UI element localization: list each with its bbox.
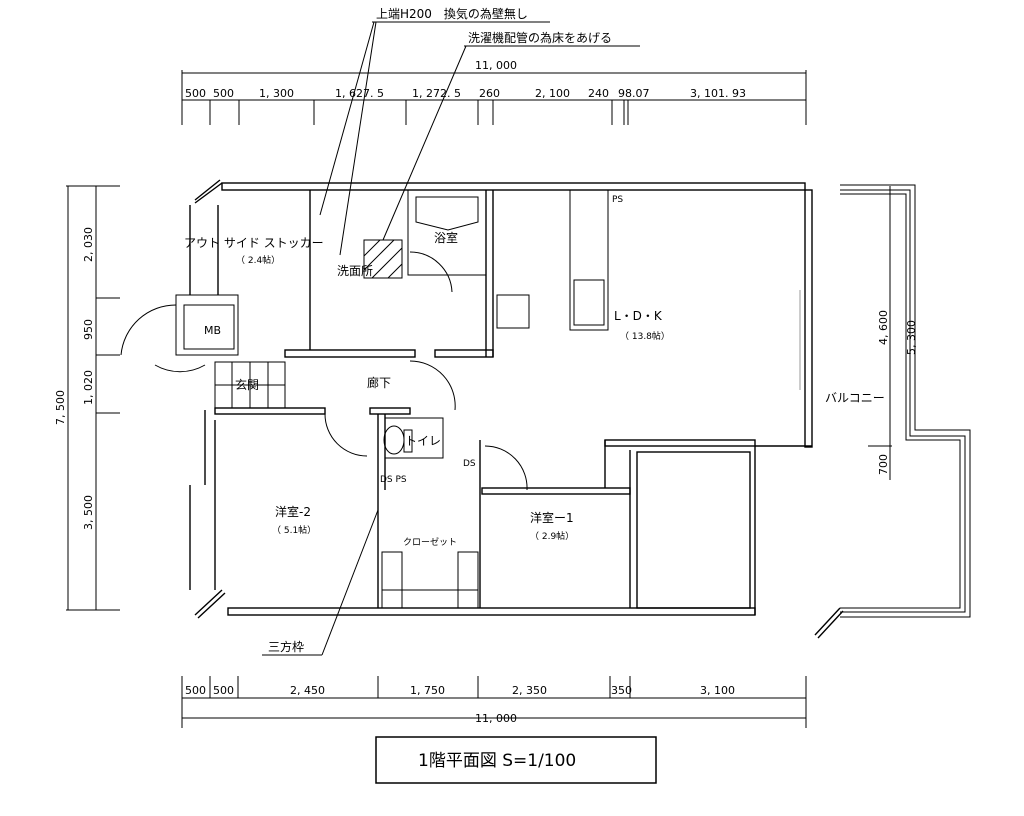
mb-box <box>175 294 239 356</box>
room-western-1: 洋室ー1 <box>530 510 574 525</box>
svg-text:500: 500 <box>185 684 206 697</box>
svg-text:500: 500 <box>185 87 206 100</box>
svg-text:3, 101. 93: 3, 101. 93 <box>690 87 746 100</box>
svg-text:1, 750: 1, 750 <box>410 684 445 697</box>
doors <box>120 251 528 491</box>
drawing-title: 1階平面図 S=1/100 <box>375 736 657 784</box>
svg-text:11, 000: 11, 000 <box>475 59 517 72</box>
svg-text:2, 100: 2, 100 <box>535 87 570 100</box>
svg-text:1階平面図 S=1/100: 1階平面図 S=1/100 <box>418 751 576 771</box>
svg-text:700: 700 <box>877 454 890 475</box>
right-dimensions: 4, 600 700 5, 300 <box>868 186 918 480</box>
left-dimensions: 7, 500 2, 030 950 1, 020 3, 500 <box>54 185 120 611</box>
room-labels: アウト サイド ストッカー （ 2.4帖） 洗面所 浴室 MB 玄関 廊下 トイ… <box>184 195 885 548</box>
svg-text:240: 240 <box>588 87 609 100</box>
annotation-no-wall: 上端H200 換気の為壁無し <box>319 6 550 256</box>
room-ds: DS <box>463 459 476 469</box>
svg-text:洗濯機配管の為床をあげる: 洗濯機配管の為床をあげる <box>468 30 612 45</box>
room-mb: MB <box>204 324 221 337</box>
svg-text:1, 020: 1, 020 <box>82 370 95 405</box>
svg-text:4, 600: 4, 600 <box>877 310 890 345</box>
washing-machine-pan <box>363 239 403 279</box>
room-bath: 浴室 <box>434 230 458 245</box>
svg-text:3, 500: 3, 500 <box>82 495 95 530</box>
svg-text:98.07: 98.07 <box>618 87 650 100</box>
svg-text:950: 950 <box>82 319 95 340</box>
room-closet: クローゼット <box>403 536 457 548</box>
svg-text:7, 500: 7, 500 <box>54 390 67 425</box>
room-ldk: L・D・K <box>614 309 663 323</box>
bottom-dimensions: 500 500 2, 450 1, 750 2, 350 350 3, 100 … <box>181 676 807 728</box>
svg-text:5, 300: 5, 300 <box>905 320 918 355</box>
room-western-2: 洋室-2 <box>275 504 311 519</box>
room-stocker: アウト サイド ストッカー <box>184 236 324 250</box>
svg-text:三方枠: 三方枠 <box>268 639 304 654</box>
room-dsps: DS PS <box>380 475 407 485</box>
bathtub <box>407 189 487 276</box>
svg-text:2, 030: 2, 030 <box>82 227 95 262</box>
svg-text:1, 272. 5: 1, 272. 5 <box>412 87 461 100</box>
room-ldk-size: （ 13.8帖） <box>620 330 670 342</box>
room-hall: 廊下 <box>367 375 391 390</box>
room-western-2-size: （ 5.1帖） <box>272 524 316 536</box>
svg-text:1, 627. 5: 1, 627. 5 <box>335 87 384 100</box>
room-ps: PS <box>612 195 623 205</box>
svg-text:1, 300: 1, 300 <box>259 87 294 100</box>
room-washroom: 洗面所 <box>337 264 373 278</box>
top-dimensions: 11, 000 500 500 1, 300 1, 627. 5 1, 272.… <box>181 59 807 125</box>
annotation-raised-floor: 洗濯機配管の為床をあげる <box>382 30 640 241</box>
svg-text:11, 000: 11, 000 <box>475 712 517 725</box>
svg-text:260: 260 <box>479 87 500 100</box>
kitchen-counter <box>496 189 609 331</box>
svg-text:2, 350: 2, 350 <box>512 684 547 697</box>
annotation-frame: 三方枠 <box>262 509 379 656</box>
svg-text:500: 500 <box>213 87 234 100</box>
svg-text:上端H200 換気の為壁無し: 上端H200 換気の為壁無し <box>376 6 528 21</box>
svg-text:3, 100: 3, 100 <box>700 684 735 697</box>
closet-shelves <box>381 551 479 609</box>
svg-text:350: 350 <box>611 684 632 697</box>
room-balcony: バルコニー <box>825 391 885 405</box>
corner-columns <box>194 179 844 639</box>
svg-text:500: 500 <box>213 684 234 697</box>
room-stocker-size: （ 2.4帖） <box>236 254 280 266</box>
balcony-rail <box>840 184 971 618</box>
toilet <box>383 417 444 459</box>
room-toilet: トイレ <box>405 434 441 448</box>
room-entrance: 玄関 <box>235 377 259 392</box>
entrance-tiles <box>214 361 286 409</box>
svg-text:2, 450: 2, 450 <box>290 684 325 697</box>
room-western-1-size: （ 2.9帖） <box>530 530 574 542</box>
